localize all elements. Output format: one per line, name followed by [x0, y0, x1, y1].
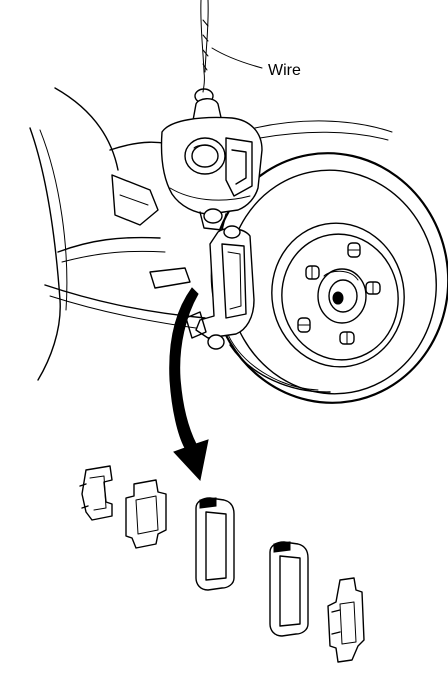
- outer-shim: [79, 465, 113, 521]
- suspension-wire: [194, 0, 214, 104]
- wheel-stud: [297, 317, 311, 333]
- pad-support-plate: [327, 577, 365, 663]
- outer-brake-pad: [195, 497, 235, 591]
- wheel-hub: [271, 222, 405, 368]
- wheel-studs: [297, 242, 381, 345]
- inner-brake-pad: [269, 541, 309, 637]
- brake-caliper: [160, 98, 263, 231]
- wheel-stud: [347, 242, 361, 258]
- wheel-stud: [339, 331, 355, 345]
- removed-brake-components: [79, 465, 365, 663]
- wire-label: Wire: [268, 62, 301, 79]
- caliper-mounting-bracket: [185, 225, 255, 350]
- wire-callout: Wire: [211, 47, 301, 79]
- wheel-stud: [305, 265, 320, 280]
- wheel-well-outline: [29, 87, 393, 381]
- wheel-stud: [365, 281, 381, 295]
- anti-squeal-shim: [125, 479, 167, 549]
- removal-arrow: [169, 287, 209, 482]
